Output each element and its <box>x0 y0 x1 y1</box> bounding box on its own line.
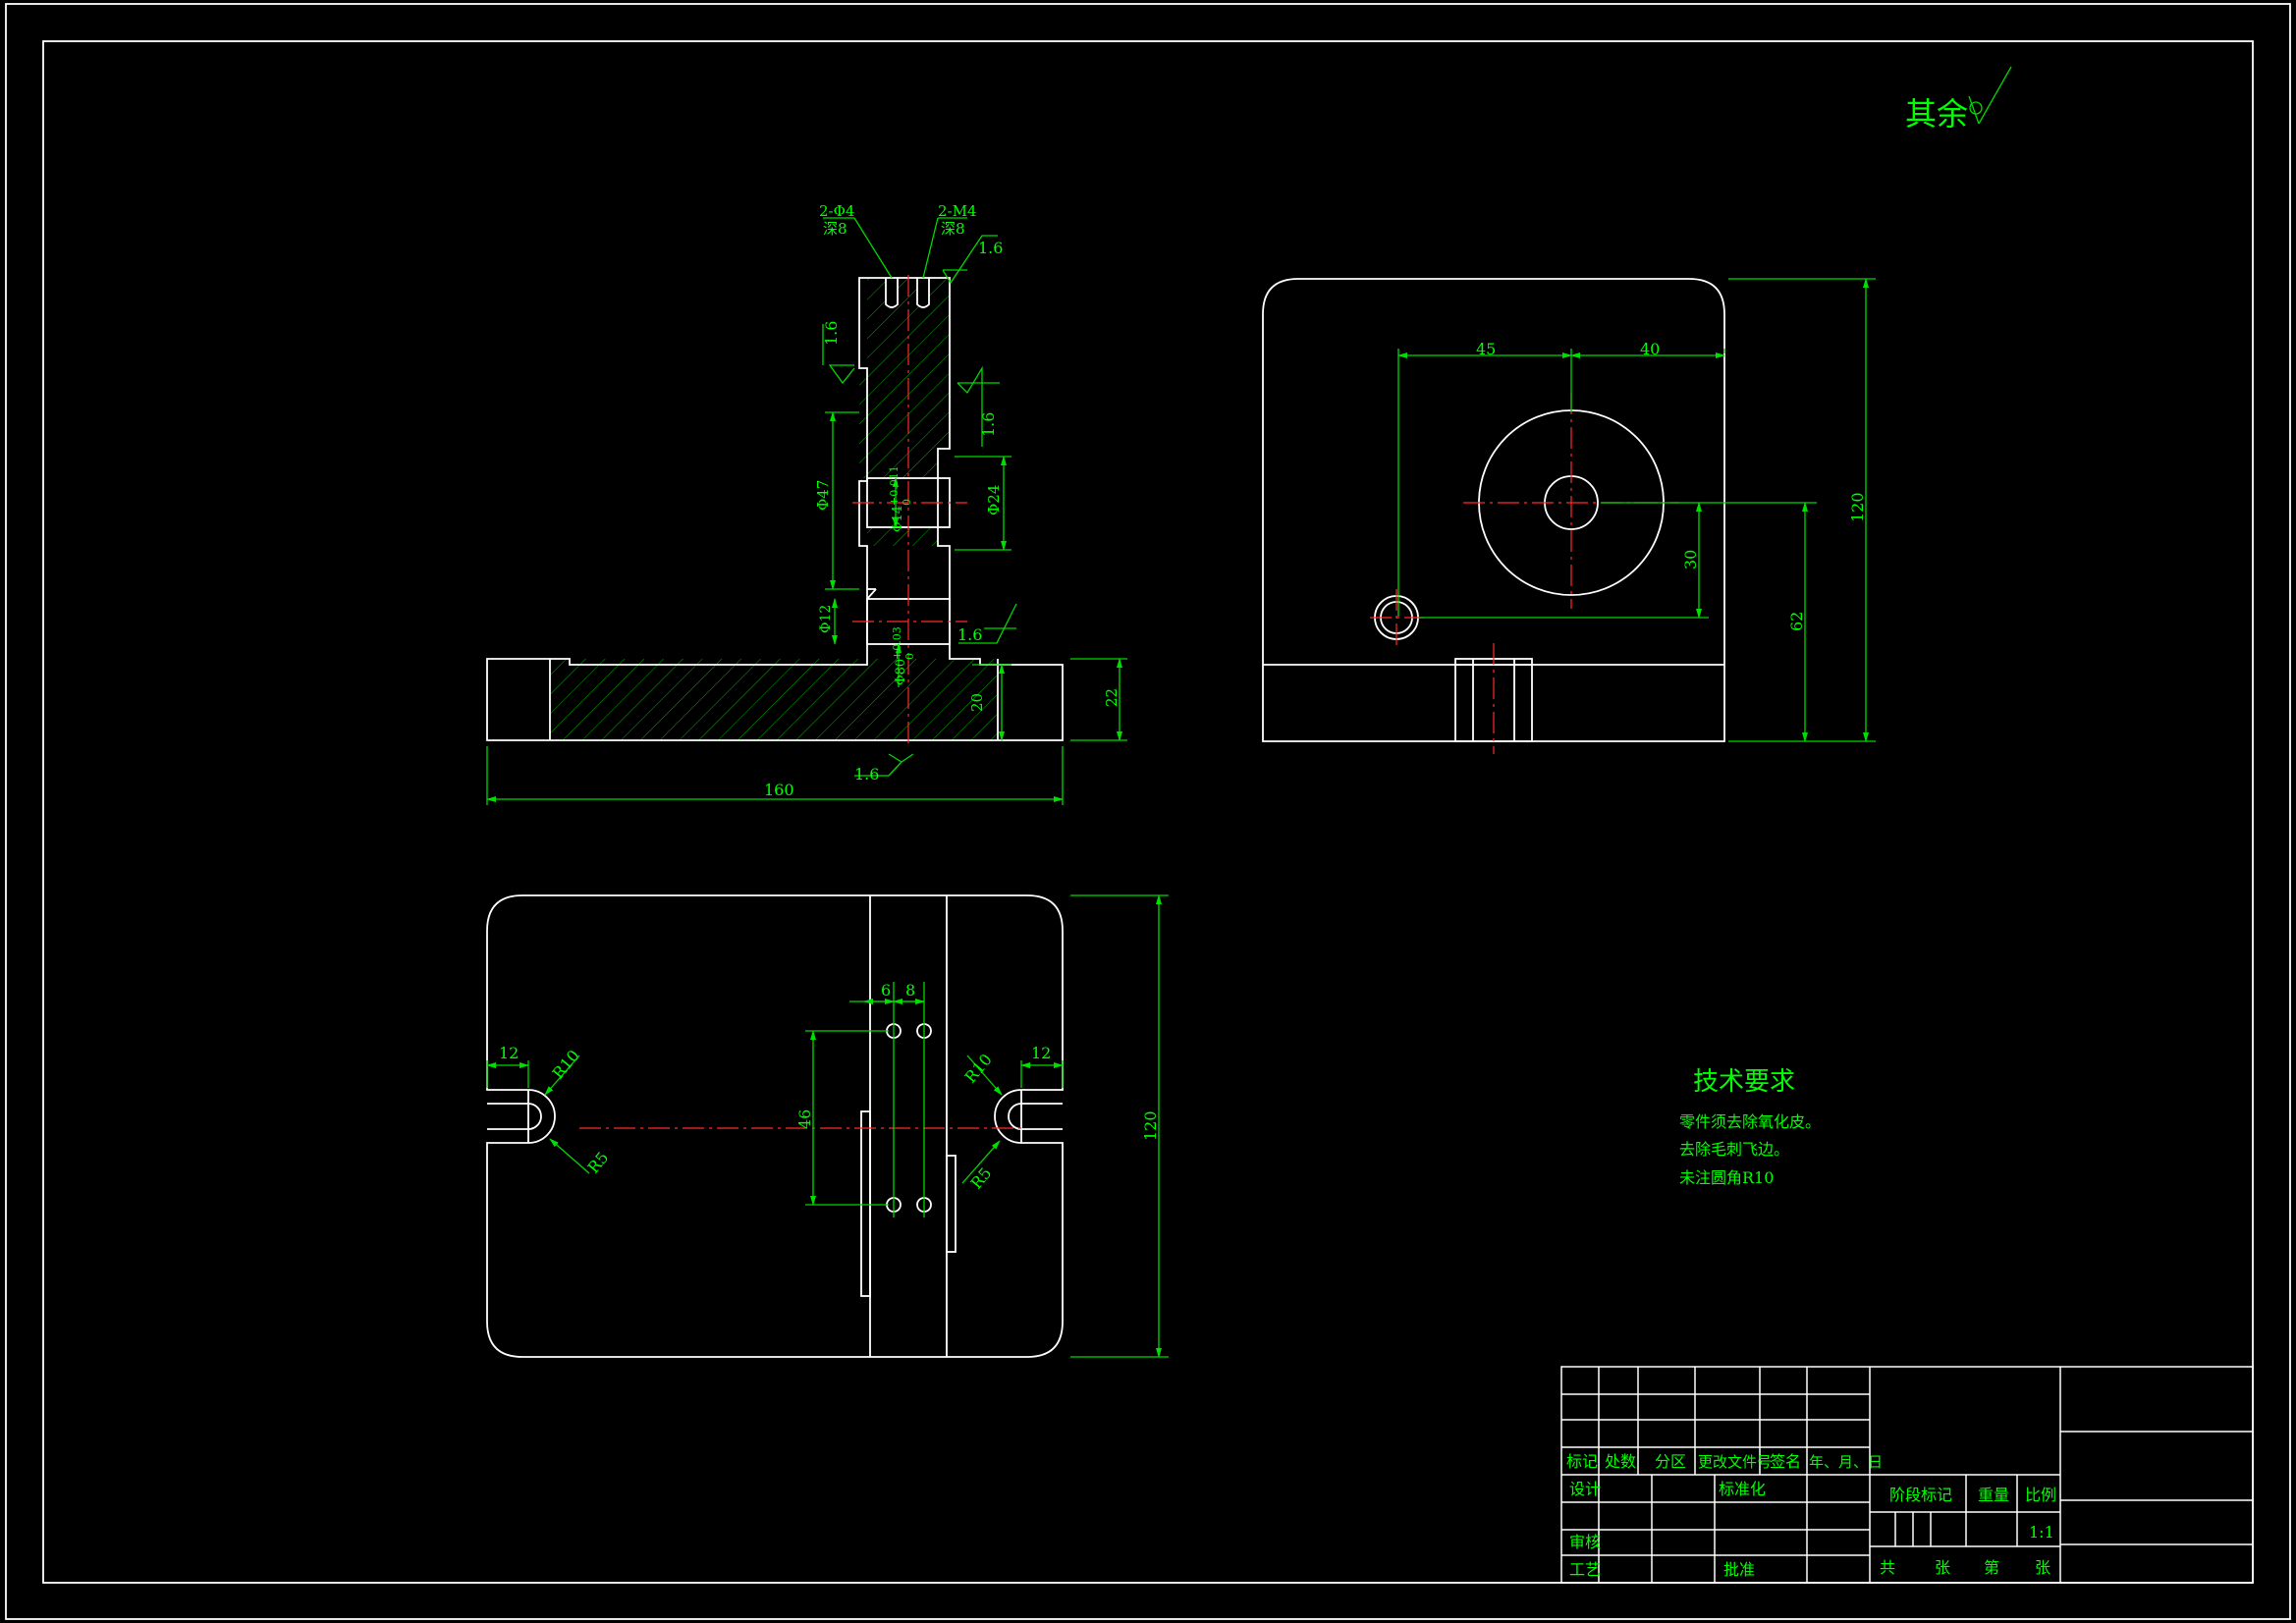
tech-requirement-item-2: 去除毛刺飞边。 <box>1679 1140 1789 1159</box>
dim-phi80-tol-lower: 0 <box>903 653 916 660</box>
tb-zone: 分区 <box>1655 1452 1686 1471</box>
tb-mark: 标记 <box>1566 1452 1598 1471</box>
roughness-note-label: 其余 <box>1905 95 1968 133</box>
dim-phi80: Φ80 <box>894 659 908 685</box>
dim-phi14: Φ14 <box>891 506 905 532</box>
tb-process: 工艺 <box>1569 1560 1601 1579</box>
roughness-note: 其余 <box>1905 66 2012 133</box>
dim-phi47: Φ47 <box>814 480 832 511</box>
drawing-frame <box>5 3 2291 1620</box>
dim-40: 40 <box>1640 340 1660 358</box>
tb-review: 审核 <box>1569 1533 1601 1551</box>
dim-20: 20 <box>968 693 986 712</box>
tech-requirement-item-3: 未注圆角R10 <box>1679 1168 1774 1187</box>
roughness-left: 1.6 <box>822 321 841 346</box>
callout-depth8-left: 深8 <box>823 220 847 238</box>
tb-total: 共 <box>1880 1558 1895 1577</box>
tb-weight: 重量 <box>1978 1486 2009 1504</box>
tb-standardize: 标准化 <box>1719 1480 1766 1498</box>
dim-45: 45 <box>1476 340 1496 358</box>
side-view: 45 40 120 30 62 <box>1262 278 1876 754</box>
callout-depth8-right: 深8 <box>941 220 965 238</box>
top-view: 6 8 12 12 R10 R10 R5 R5 46 120 <box>486 894 1169 1358</box>
tb-date: 年、月、日 <box>1809 1453 1883 1471</box>
dim-8: 8 <box>905 981 915 1000</box>
section-view: 2-Φ4 深8 2-M4 深8 1.6 1.6 1.6 1.6 1.6 Φ47 … <box>486 202 1127 805</box>
roughness-bottom: 1.6 <box>854 765 879 784</box>
dim-30: 30 <box>1681 550 1700 569</box>
tech-requirements: 技术要求 零件须去除氧化皮。 去除毛刺飞边。 未注圆角R10 <box>1679 1067 1821 1187</box>
dim-r10-left: R10 <box>549 1047 583 1083</box>
dim-160: 160 <box>764 781 794 799</box>
dim-12-right: 12 <box>1031 1044 1051 1062</box>
dim-phi14-tol-lower: 0 <box>901 499 913 506</box>
tech-requirements-title: 技术要求 <box>1693 1067 1795 1097</box>
roughness-symbol-icon <box>1968 66 2012 125</box>
tb-sheet: 张 <box>2035 1558 2050 1577</box>
dim-120-side: 120 <box>1848 492 1867 522</box>
tb-scale: 比例 <box>2025 1486 2056 1504</box>
dim-phi80-tol: +0.03 <box>891 626 903 660</box>
dim-12-left: 12 <box>499 1044 519 1062</box>
section-hatch <box>550 278 998 740</box>
roughness-mid: 1.6 <box>957 625 982 644</box>
tb-design: 设计 <box>1569 1480 1601 1498</box>
tb-scale-value: 1:1 <box>2029 1523 2054 1542</box>
callout-2-m4: 2-M4 <box>938 202 977 220</box>
tb-change-doc: 更改文件号 <box>1698 1453 1772 1471</box>
tb-number: 第 <box>1984 1558 1999 1577</box>
dim-62: 62 <box>1787 612 1806 631</box>
title-block: 标记 处数 分区 更改文件号 签名 年、月、日 设计 标准化 阶段标记 重量 比… <box>1560 1366 2254 1584</box>
tb-signature: 签名 <box>1770 1452 1801 1471</box>
dim-120-top: 120 <box>1141 1110 1160 1141</box>
dim-22: 22 <box>1103 688 1121 707</box>
roughness-top: 1.6 <box>978 239 1003 257</box>
tech-requirement-item-1: 零件须去除氧化皮。 <box>1679 1112 1821 1131</box>
tb-approve: 批准 <box>1723 1560 1755 1579</box>
tb-sheets: 张 <box>1935 1558 1950 1577</box>
dim-6: 6 <box>881 981 891 1000</box>
tb-count: 处数 <box>1605 1452 1636 1471</box>
roughness-right: 1.6 <box>979 412 998 437</box>
dim-phi12: Φ12 <box>818 605 834 633</box>
dim-phi14-tol: +0.011 <box>888 465 901 506</box>
callout-2-phi4: 2-Φ4 <box>819 202 854 220</box>
dim-phi24: Φ24 <box>985 485 1003 515</box>
tb-stage-mark: 阶段标记 <box>1889 1486 1952 1504</box>
dim-46: 46 <box>795 1109 814 1129</box>
dim-r5-right: R5 <box>967 1163 996 1192</box>
